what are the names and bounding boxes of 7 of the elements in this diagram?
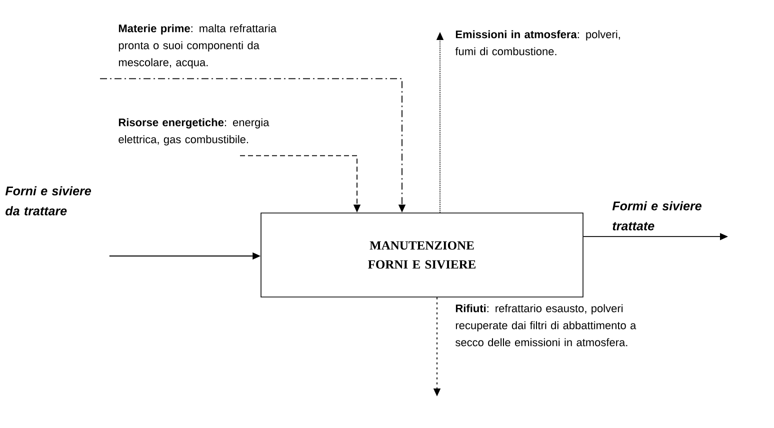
annotation-text: Materie prime: malta refrattaria pronta o suoi componenti da mescolare, acqua. [118,24,277,68]
process-box: MANUTENZIONE FORNI E SIVIERE [260,212,584,298]
flow-label: Forni e siviere da trattare [5,186,91,216]
annotation-text: Risorse energetiche: energia elettrica, gas combustibile. [118,118,270,146]
annotation-text: Emissioni in atmosfera: polveri, fumi di combustione. [455,30,620,56]
annotation-text: Rifiuti: refrattario esausto, polveri recuperate dai filtri di abbattimento a secco delle emissioni in atmosfera. [456,304,636,346]
flow-label: Formi e siviere trattate [612,201,702,230]
